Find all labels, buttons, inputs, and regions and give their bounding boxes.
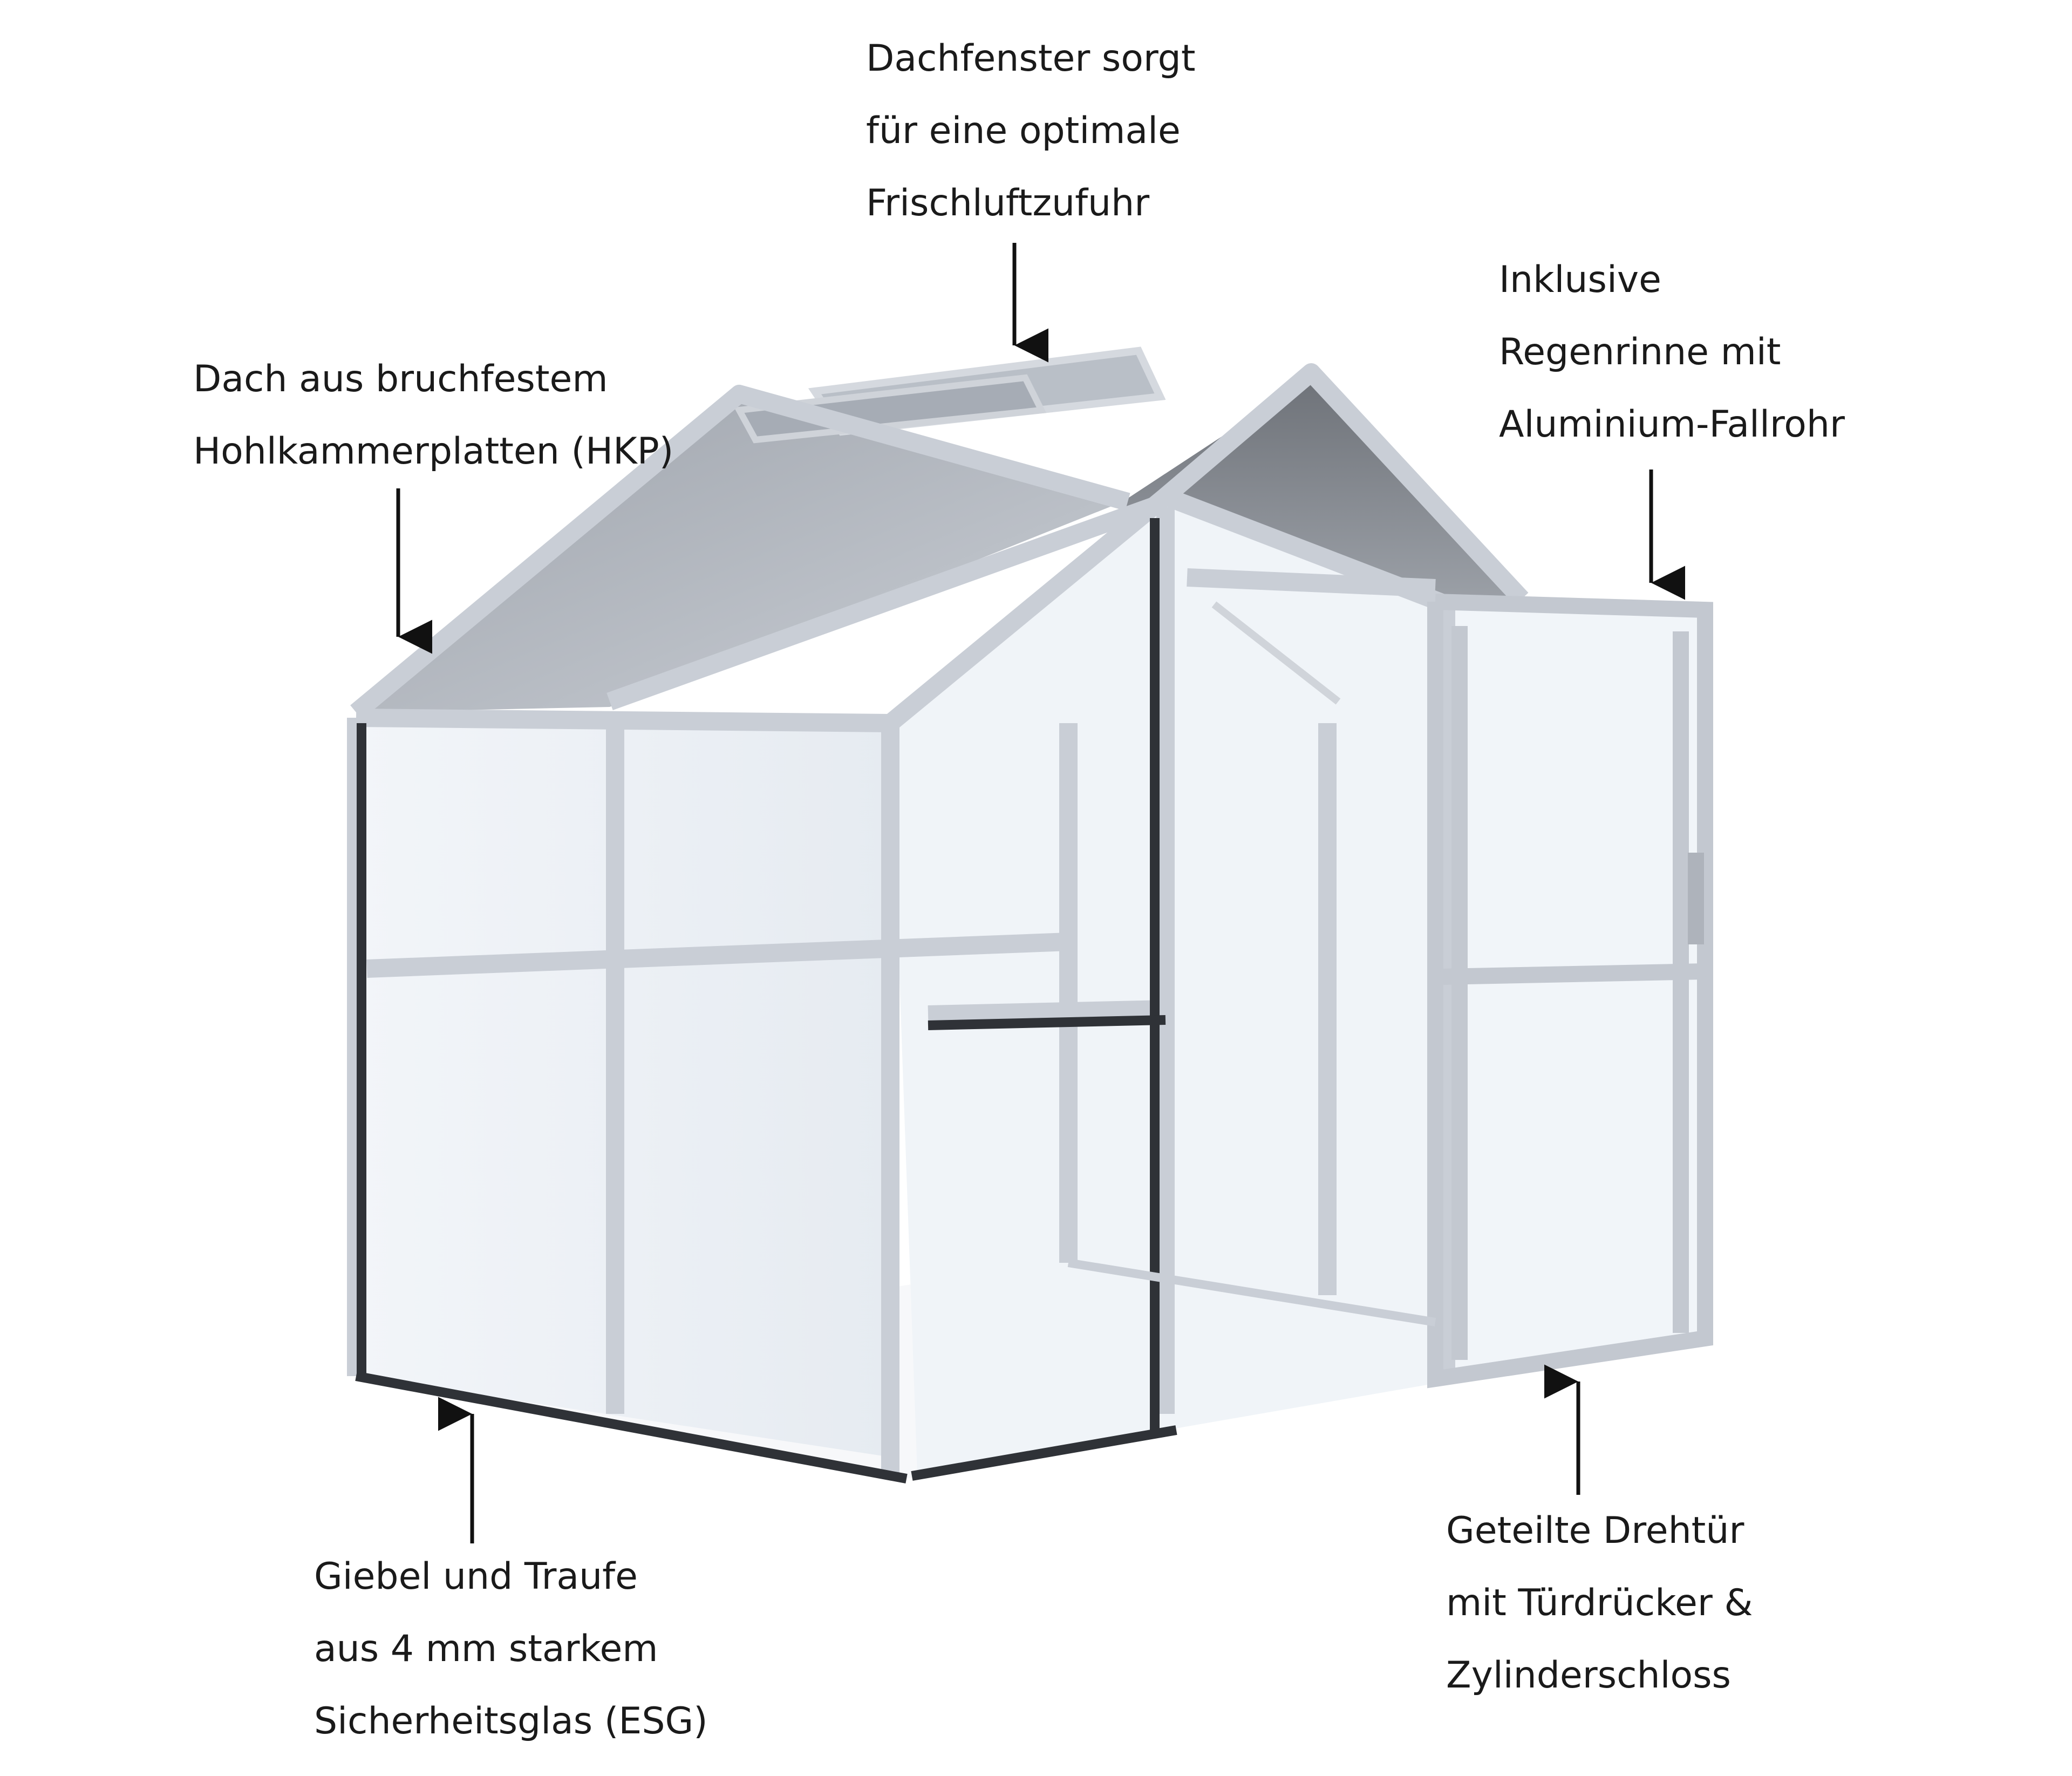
roof-left <box>356 389 1122 712</box>
callout-roof-window: Dachfenster sorgt für eine optimale Fris… <box>866 23 1196 240</box>
callout-line: aus 4 mm starkem <box>314 1628 658 1670</box>
callout-gutter: Inklusive Regenrinne mit Aluminium-Fallr… <box>1499 244 1845 461</box>
callout-line: Frischluftzufuhr <box>866 182 1150 224</box>
callout-roof-material: Dach aus bruchfestem Hohlkammerplatten (… <box>193 343 673 488</box>
door <box>1435 602 1705 1379</box>
callout-line: Dachfenster sorgt <box>866 37 1196 80</box>
callout-arrows <box>396 243 1685 1543</box>
callout-line: Dach aus bruchfestem <box>193 358 608 400</box>
callout-line: mit Türdrücker & <box>1446 1582 1753 1624</box>
callout-line: Aluminium-Fallrohr <box>1499 403 1845 446</box>
floor-back <box>1067 1258 1436 1326</box>
greenhouse <box>347 346 1713 1484</box>
callout-glass: Giebel und Traufe aus 4 mm starkem Siche… <box>314 1541 708 1758</box>
door-frame <box>1427 594 1713 1389</box>
callout-line: für eine optimale <box>866 110 1181 152</box>
callout-line: Zylinderschloss <box>1446 1654 1731 1697</box>
callout-line: Regenrinne mit <box>1499 331 1781 373</box>
gable-mid <box>1211 601 1341 705</box>
callout-line: Hohlkammerplatten (HKP) <box>193 430 674 473</box>
callout-line: Sicherheitsglas (ESG) <box>314 1700 708 1743</box>
frame <box>347 363 1529 1473</box>
callout-line: Inklusive <box>1499 258 1661 301</box>
door-handle <box>1688 853 1704 944</box>
callout-line: Giebel und Traufe <box>314 1555 638 1598</box>
callout-line: Geteilte Drehtür <box>1446 1509 1744 1552</box>
callout-door: Geteilte Drehtür mit Türdrücker & Zylind… <box>1446 1495 1753 1712</box>
